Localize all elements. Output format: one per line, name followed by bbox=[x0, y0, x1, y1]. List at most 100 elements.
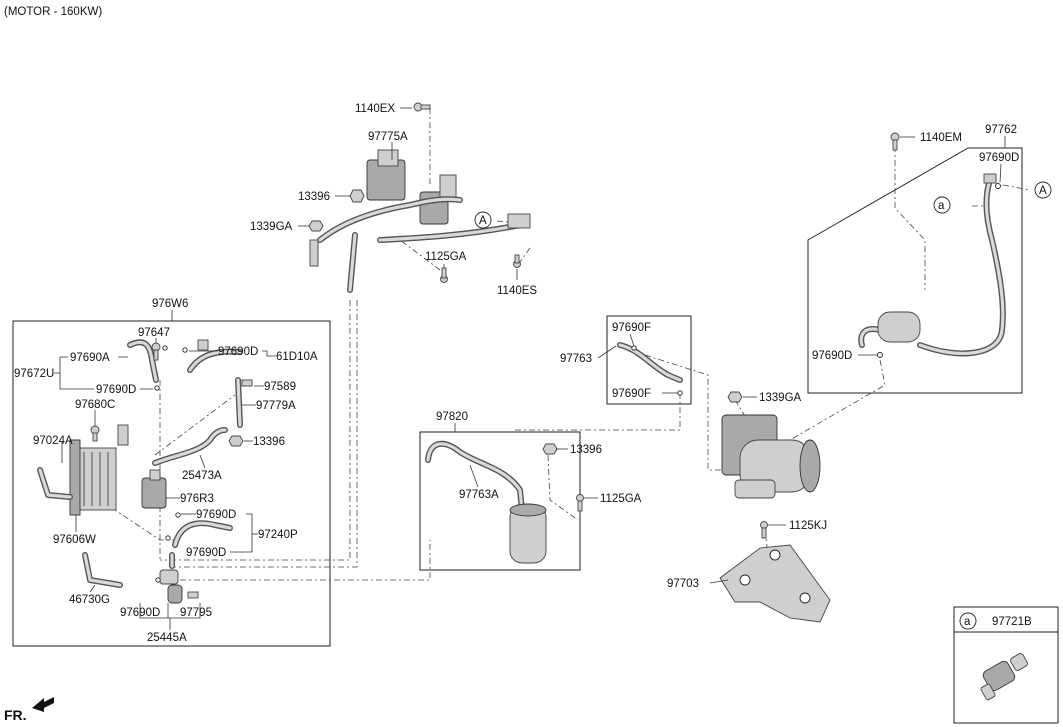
label-97763A[interactable]: 97763A bbox=[459, 489, 499, 501]
compressor-assembly[interactable] bbox=[721, 414, 821, 499]
bolt-1140EX[interactable] bbox=[413, 102, 431, 112]
callout-A-right[interactable]: A bbox=[1034, 181, 1052, 199]
label-46730G[interactable]: 46730G bbox=[69, 594, 110, 606]
o-ring-97690A bbox=[162, 345, 168, 351]
nut-1339GA-top[interactable] bbox=[308, 220, 324, 232]
callout-a-right[interactable]: a bbox=[933, 196, 951, 214]
label-1140EM[interactable]: 1140EM bbox=[920, 132, 962, 144]
hose-97763[interactable] bbox=[617, 342, 683, 383]
label-97690D-e[interactable]: 97690D bbox=[120, 607, 160, 619]
accumulator-frame bbox=[419, 431, 581, 571]
nut-13396-top[interactable] bbox=[349, 189, 365, 203]
label-97690D-right2[interactable]: 97690D bbox=[812, 350, 852, 362]
dash-to-accumulator bbox=[180, 540, 431, 581]
label-97672U[interactable]: 97672U bbox=[14, 368, 54, 380]
hose-assembly-97762[interactable] bbox=[858, 173, 1006, 357]
label-1140EX[interactable]: 1140EX bbox=[355, 103, 395, 115]
dash-1125ga-top bbox=[399, 239, 441, 271]
pipe-61D10A[interactable] bbox=[187, 339, 243, 373]
pipe-97240P[interactable] bbox=[172, 520, 233, 548]
label-976W6[interactable]: 976W6 bbox=[152, 298, 188, 310]
label-97779A[interactable]: 97779A bbox=[256, 400, 296, 412]
hose-25473A[interactable] bbox=[152, 427, 228, 466]
label-1339GA-top[interactable]: 1339GA bbox=[250, 221, 293, 233]
label-25473A[interactable]: 25473A bbox=[182, 470, 222, 482]
label-1140ES[interactable]: 1140ES bbox=[497, 285, 537, 297]
o-ring-97690D-c bbox=[175, 512, 181, 518]
bracket-46730G[interactable] bbox=[82, 552, 123, 588]
label-97690A[interactable]: 97690A bbox=[70, 352, 110, 364]
o-ring-97690F-top bbox=[631, 345, 637, 351]
label-13396-left[interactable]: 13396 bbox=[253, 436, 285, 448]
label-97690D-d[interactable]: 97690D bbox=[186, 547, 226, 559]
callout-a-inset-label: a bbox=[964, 616, 971, 628]
label-97763[interactable]: 97763 bbox=[560, 353, 592, 365]
bolt-1140ES[interactable] bbox=[513, 254, 521, 268]
label-1125KJ[interactable]: 1125KJ bbox=[789, 520, 827, 532]
callout-A-right-label: A bbox=[1039, 185, 1047, 197]
callout-a-right-label: a bbox=[938, 200, 945, 212]
label-97240P[interactable]: 97240P bbox=[258, 529, 298, 541]
label-13396-top[interactable]: 13396 bbox=[298, 191, 330, 203]
label-1339GA-right[interactable]: 1339GA bbox=[759, 392, 802, 404]
condenser-97606W[interactable] bbox=[69, 424, 129, 516]
label-97606W[interactable]: 97606W bbox=[53, 534, 96, 546]
accumulator-97820[interactable] bbox=[425, 440, 547, 564]
sensor-inset-frame bbox=[953, 606, 1059, 724]
label-97680C[interactable]: 97680C bbox=[75, 399, 115, 411]
dash-25473a bbox=[154, 394, 236, 456]
valve-25445A[interactable] bbox=[159, 552, 183, 604]
harness-bracket-97775A[interactable] bbox=[309, 149, 531, 293]
dash-1140em bbox=[894, 146, 926, 290]
label-97820[interactable]: 97820 bbox=[436, 411, 468, 423]
dash-main-vertical bbox=[160, 300, 351, 561]
bolt-1125GA-top[interactable] bbox=[440, 267, 448, 283]
callout-a-inset[interactable]: a bbox=[959, 612, 977, 630]
pipe-97672U[interactable] bbox=[127, 339, 159, 383]
label-97703[interactable]: 97703 bbox=[667, 578, 699, 590]
label-97690F-bot[interactable]: 97690F bbox=[612, 388, 651, 400]
callout-A-top[interactable]: A bbox=[474, 211, 492, 229]
nut-1339GA-right[interactable] bbox=[727, 391, 743, 403]
o-ring-97690D-right bbox=[995, 183, 1001, 189]
bolt-1140EM[interactable] bbox=[890, 132, 900, 151]
hose-97763-frame bbox=[606, 315, 692, 405]
label-61D10A[interactable]: 61D10A bbox=[276, 351, 318, 363]
bracket-97795[interactable] bbox=[187, 591, 199, 599]
dash-97690f bbox=[515, 395, 681, 431]
label-97690D-c[interactable]: 97690D bbox=[196, 509, 236, 521]
label-97690F-top[interactable]: 97690F bbox=[612, 322, 651, 334]
valve-976R3[interactable] bbox=[141, 469, 167, 509]
label-97589[interactable]: 97589 bbox=[264, 381, 296, 393]
pressure-sensor-97721B[interactable] bbox=[980, 652, 1028, 701]
label-97795[interactable]: 97795 bbox=[180, 607, 212, 619]
label-97690D-right[interactable]: 97690D bbox=[979, 152, 1019, 164]
mount-bracket-97703[interactable] bbox=[719, 544, 831, 623]
bolt-1125GA-mid[interactable] bbox=[576, 494, 584, 512]
label-25445A[interactable]: 25445A bbox=[147, 632, 187, 644]
sensor-97680C[interactable] bbox=[90, 425, 100, 442]
label-976R3[interactable]: 976R3 bbox=[180, 493, 214, 505]
label-97690D-a[interactable]: 97690D bbox=[218, 346, 258, 358]
hvac-left-assembly-frame bbox=[12, 320, 331, 647]
label-97721B[interactable]: 97721B bbox=[992, 616, 1032, 628]
label-97647[interactable]: 97647 bbox=[138, 327, 170, 339]
label-97024A[interactable]: 97024A bbox=[33, 435, 73, 447]
nut-13396-left[interactable] bbox=[228, 435, 244, 447]
nut-13396-mid[interactable] bbox=[542, 443, 558, 455]
label-97690D-b[interactable]: 97690D bbox=[96, 384, 136, 396]
label-13396-mid[interactable]: 13396 bbox=[570, 444, 602, 456]
o-ring-97690D-d bbox=[165, 535, 171, 541]
label-97762[interactable]: 97762 bbox=[985, 124, 1017, 136]
o-ring-97690D-right2 bbox=[877, 352, 883, 358]
sensor-97589[interactable] bbox=[241, 379, 253, 387]
bracket-97779A[interactable] bbox=[235, 377, 243, 428]
label-97775A[interactable]: 97775A bbox=[368, 131, 408, 143]
label-1125GA-mid[interactable]: 1125GA bbox=[600, 493, 642, 505]
label-1125GA-top[interactable]: 1125GA bbox=[425, 251, 467, 263]
o-ring-97690D-a bbox=[182, 347, 188, 353]
dash-main-vertical-2 bbox=[175, 300, 358, 568]
bolt-1125KJ[interactable] bbox=[760, 521, 768, 539]
bracket-97024A[interactable] bbox=[37, 467, 73, 500]
callout-A-top-label: A bbox=[479, 215, 487, 227]
